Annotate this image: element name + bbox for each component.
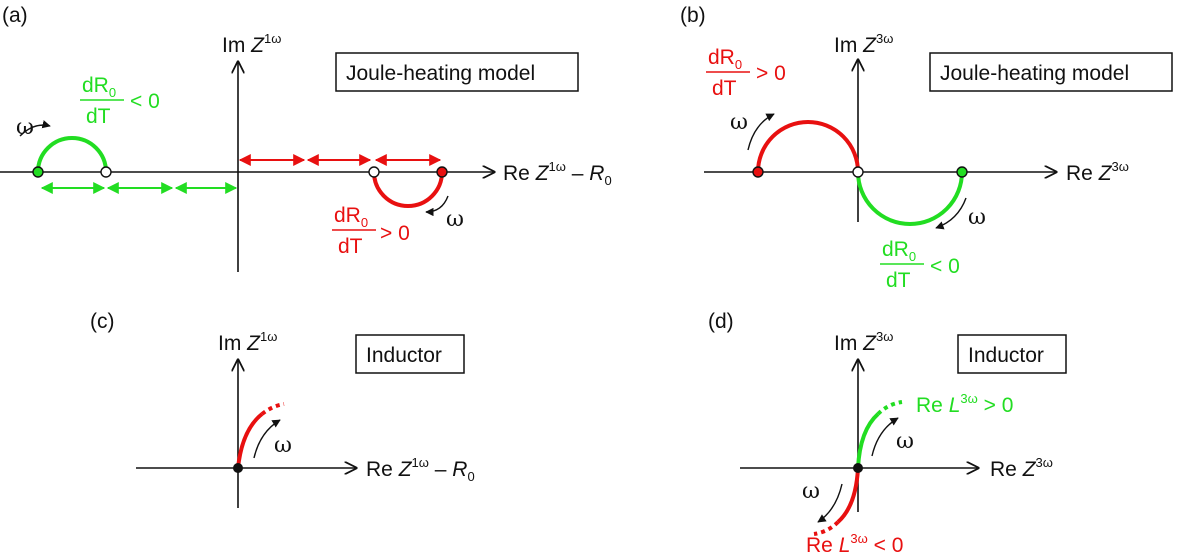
- panel-c-im-label: Im Z1ω: [218, 329, 277, 355]
- panel-b-title-box: [929, 52, 1173, 92]
- panel-d-origin-point: [853, 463, 863, 473]
- svg-text:dR0: dR0: [82, 74, 116, 100]
- panel-b-green-fraction: dR0 dT < 0: [880, 238, 960, 292]
- panel-b: (b) Im Z3ω Re Z3ω Joule-heating model ω …: [680, 4, 1173, 292]
- panel-d-green-curve-dotted: [876, 400, 903, 416]
- panel-c-tag: (c): [90, 310, 115, 333]
- panel-b-tag: (b): [680, 4, 706, 27]
- svg-text:< 0: < 0: [930, 255, 960, 278]
- svg-text:> 0: > 0: [756, 62, 786, 85]
- svg-text:> 0: > 0: [380, 222, 410, 245]
- panel-b-omega-right: ω: [968, 205, 986, 230]
- panel-a-open-point-right: [368, 166, 380, 178]
- svg-text:dT: dT: [86, 105, 111, 128]
- panel-d-red-curve-dotted: [813, 520, 840, 536]
- panel-a-green-point: [32, 166, 44, 178]
- panel-c-title-box: [355, 334, 465, 374]
- panel-a-green-fraction: dR0 dT < 0: [80, 74, 160, 128]
- panel-b-rotation-arrow-left: [747, 113, 775, 151]
- panel-a-open-point-left: [100, 166, 112, 178]
- panel-a-omega-right: ω: [446, 207, 464, 232]
- panel-a-re-label: Re Z1ω – R0: [503, 159, 612, 188]
- panel-a-rotation-arrow-left: [19, 120, 51, 137]
- panel-b-origin-point: [852, 166, 864, 178]
- panel-c: (c) Im Z1ω Re Z1ω – R0 Inductor ω: [90, 310, 475, 508]
- panel-b-rotation-arrow-right: [935, 197, 967, 230]
- panel-a-title-box: [335, 52, 579, 92]
- svg-text:dR0: dR0: [708, 46, 742, 72]
- panel-d-rotation-arrow-up: [871, 417, 899, 457]
- svg-text:dR0: dR0: [334, 204, 368, 230]
- panel-d-im-label: Im Z3ω: [834, 329, 893, 355]
- panel-d-rotation-arrow-down: [817, 483, 843, 523]
- panel-c-re-label: Re Z1ω – R0: [366, 455, 475, 484]
- panel-a-omega-left: ω: [16, 115, 34, 140]
- panel-d-red-curve: [836, 467, 860, 524]
- panel-c-title: Inductor: [366, 344, 442, 367]
- panel-c-origin-point: [233, 463, 243, 473]
- panel-a-green-arc: [36, 136, 108, 173]
- panel-b-re-label: Re Z3ω: [1066, 159, 1129, 185]
- panel-d-omega-up: ω: [896, 429, 914, 454]
- svg-text:dT: dT: [338, 235, 363, 258]
- panel-a-red-point: [436, 166, 448, 178]
- panel-d-title-box: [957, 334, 1067, 374]
- panel-a-rotation-arrow-right: [425, 195, 449, 217]
- panel-b-red-fraction: dR0 dT > 0: [706, 46, 786, 100]
- svg-text:dT: dT: [886, 269, 911, 292]
- panel-d-re-label: Re Z3ω: [990, 455, 1053, 481]
- panel-d-title: Inductor: [968, 344, 1044, 367]
- panel-c-omega: ω: [274, 433, 292, 458]
- panel-b-red-arc: [756, 120, 860, 173]
- panel-a-red-fraction: dR0 dT > 0: [332, 204, 410, 258]
- panel-c-rotation-arrow: [253, 419, 281, 459]
- panel-b-red-point: [752, 166, 764, 178]
- svg-text:dR0: dR0: [882, 238, 916, 264]
- panel-a-im-label: Im Z1ω: [222, 31, 281, 57]
- panel-b-title: Joule-heating model: [940, 62, 1129, 85]
- panel-a-title: Joule-heating model: [346, 62, 535, 85]
- panel-d-omega-down: ω: [802, 479, 820, 504]
- panel-b-green-point: [956, 166, 968, 178]
- panel-d-negative-label: Re L3ω < 0: [806, 531, 903, 557]
- panel-c-red-curve: [236, 412, 264, 469]
- panel-b-omega-left: ω: [730, 110, 748, 135]
- panel-b-im-label: Im Z3ω: [834, 31, 893, 57]
- panel-d-tag: (d): [708, 310, 734, 333]
- panel-d-positive-label: Re L3ω > 0: [916, 391, 1013, 417]
- panel-a: (a) Im Z1ω Re Z1ω – R0 Joule-heating mod…: [0, 4, 612, 272]
- panel-b-green-arc: [856, 171, 964, 226]
- panel-d: (d) Im Z3ω Re Z3ω Inductor ω ω Re L3ω > …: [708, 310, 1067, 557]
- panel-a-tag: (a): [2, 4, 28, 27]
- svg-text:< 0: < 0: [130, 90, 160, 113]
- panel-a-red-arc: [372, 171, 444, 208]
- panel-d-green-curve: [856, 412, 880, 469]
- svg-text:dT: dT: [712, 77, 737, 100]
- panel-c-red-curve-dotted: [260, 402, 285, 416]
